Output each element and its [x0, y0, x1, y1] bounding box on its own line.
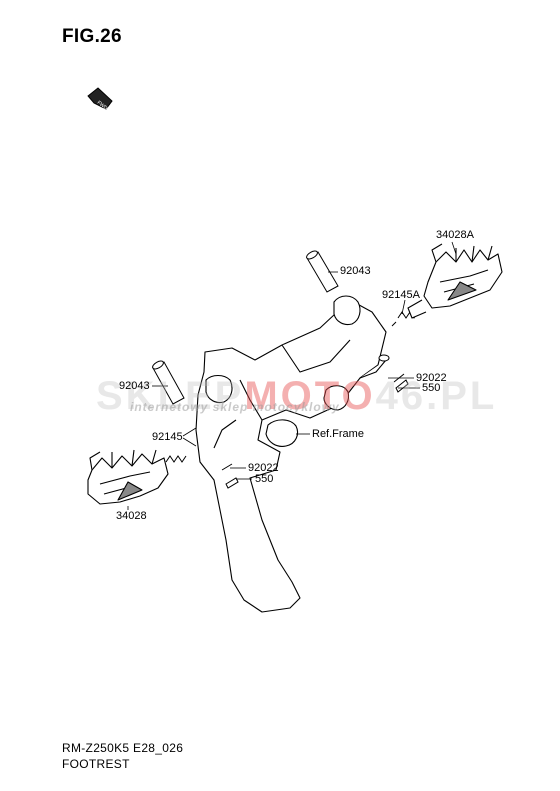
footrest-34028: [87, 449, 169, 505]
watermark-part-b: MOTO: [244, 374, 376, 418]
label-34028: 34028: [116, 510, 147, 522]
frame-body: [195, 295, 387, 613]
label-92022-right: 92022: [416, 372, 447, 384]
label-92043-left: 92043: [119, 380, 150, 392]
watermark-main: SKLEPMOTO46.PL: [96, 374, 497, 419]
label-92145: 92145: [152, 431, 183, 443]
watermark-part-c: 46.PL: [375, 374, 498, 418]
fwd-arrow-icon: FWD: [87, 87, 113, 112]
leader-92145-b: [182, 437, 197, 447]
washer-and-cotter-left: [221, 463, 239, 489]
leader-92145-a: [182, 427, 197, 437]
watermark-part-a: SKLEP: [96, 374, 245, 418]
washer-and-cotter-right: [378, 354, 409, 393]
label-550-right: 550: [422, 382, 441, 394]
leader-92145a: [401, 299, 406, 315]
label-92022-left: 92022: [248, 462, 279, 474]
label-550-left: 550: [255, 473, 274, 485]
pin-92043-top: [306, 250, 339, 293]
figure-title: FIG.26: [62, 26, 122, 47]
label-34028a: 34028A: [436, 229, 474, 241]
leader-lines: [127, 241, 457, 510]
pin-92043-left: [152, 360, 185, 405]
fwd-badge-text: FWD: [96, 100, 109, 112]
footer-section: FOOTREST: [62, 757, 130, 771]
label-92043-top: 92043: [340, 265, 371, 277]
footer-model-code: RM-Z250K5 E28_026: [62, 741, 184, 755]
label-ref-frame: Ref.Frame: [312, 428, 364, 440]
footrest-34028a: [407, 243, 503, 319]
leader-34028a: [451, 241, 457, 255]
label-92145a: 92145A: [382, 289, 420, 301]
watermark-sub: internetowy sklep motocyklowy: [130, 400, 340, 414]
